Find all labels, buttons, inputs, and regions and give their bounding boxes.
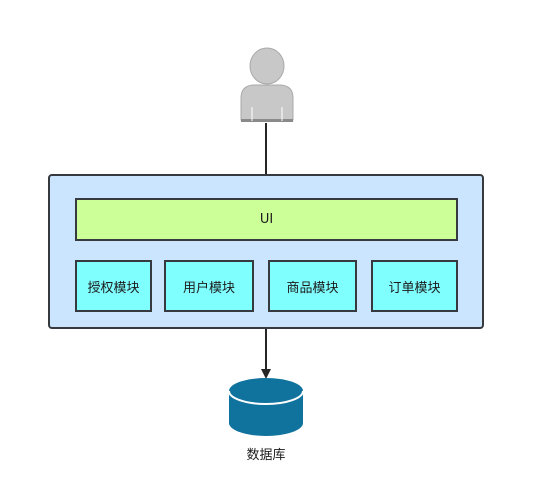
module-label: 订单模块 xyxy=(388,280,441,296)
module-label: 授权模块 xyxy=(87,280,140,296)
module-user: 用户模块 xyxy=(164,260,254,312)
ui-layer-label: UI xyxy=(259,212,274,227)
database-icon xyxy=(228,378,304,436)
user-icon xyxy=(240,47,294,122)
module-auth: 授权模块 xyxy=(75,260,152,312)
module-product: 商品模块 xyxy=(268,260,357,312)
database-label: 数据库 xyxy=(246,448,286,463)
ui-layer-box: UI xyxy=(75,198,458,241)
module-order: 订单模块 xyxy=(371,260,458,312)
module-label: 用户模块 xyxy=(182,280,235,296)
module-label: 商品模块 xyxy=(286,280,339,296)
